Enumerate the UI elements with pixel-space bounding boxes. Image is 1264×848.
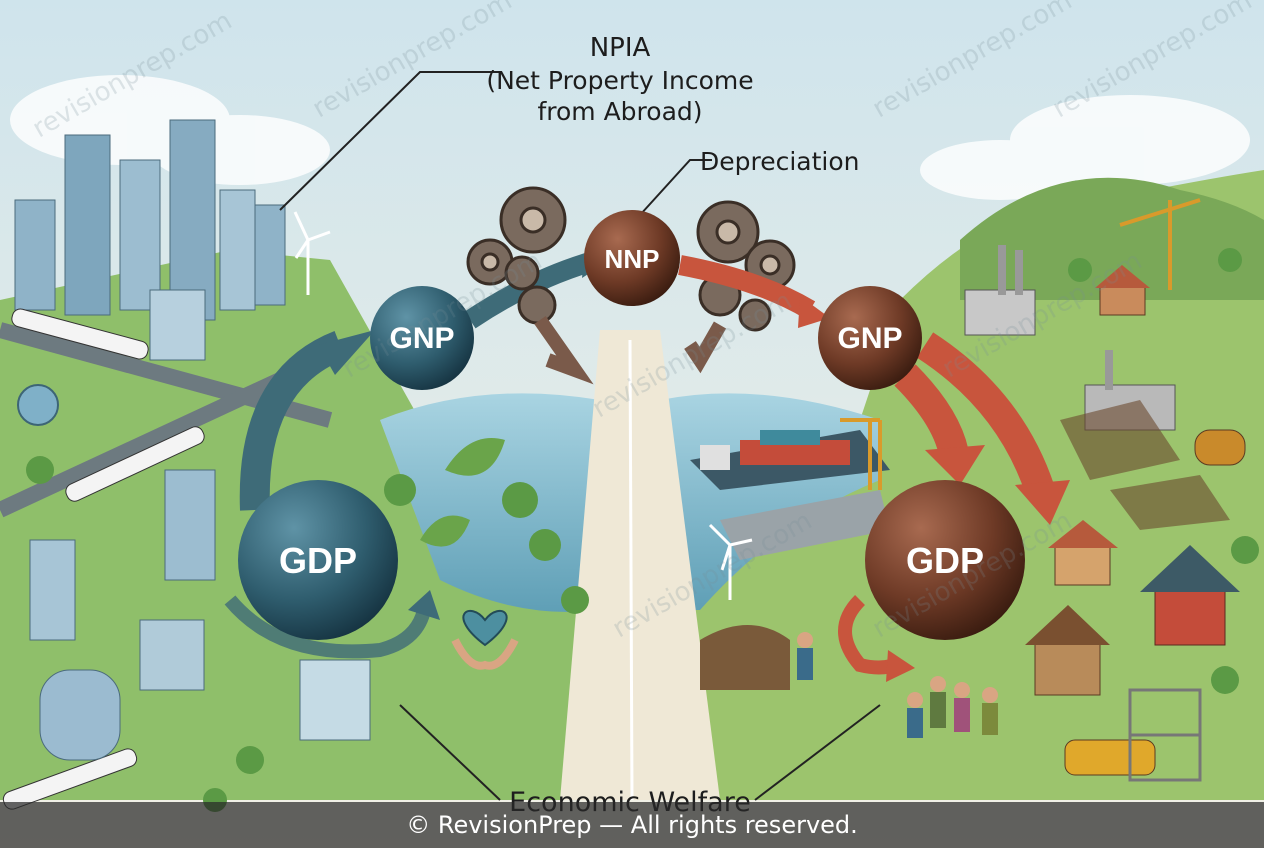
cargo-ship <box>690 430 890 490</box>
port-crane <box>840 418 882 490</box>
arrow-welfare-loop-left <box>224 595 432 659</box>
gears-left-icon <box>466 186 567 325</box>
nnp-sphere <box>584 210 680 306</box>
leaf-icons <box>420 438 505 547</box>
right-mountain <box>960 177 1264 300</box>
left-gnp-label: GNP <box>389 322 455 355</box>
arrow-head-gnp-to-gdp-1 <box>925 445 985 485</box>
city-skyscrapers <box>14 119 286 361</box>
arrow-gnp-to-gdp-2 <box>916 332 1055 495</box>
depreciation-leader-line <box>639 159 712 216</box>
port-dock <box>720 490 890 560</box>
welfare-leader-line-right <box>754 704 881 801</box>
arrow-nnp-to-gnp-right <box>678 255 816 319</box>
left-gnp-sphere <box>370 286 474 390</box>
people-group <box>797 632 998 738</box>
wind-turbine-left <box>293 211 331 295</box>
npia-description-line2: from Abroad) <box>537 97 703 126</box>
center-line <box>628 339 634 801</box>
welfare-leader-line-left <box>399 704 501 801</box>
arrow-welfare-loop-right <box>838 595 898 675</box>
nnp-label: NNP <box>604 244 660 274</box>
construction-crane <box>1119 198 1201 290</box>
houses <box>1025 265 1240 696</box>
farm-fields <box>1060 400 1230 530</box>
right-gdp-label: GDP <box>905 540 984 581</box>
left-gdp-label: GDP <box>278 540 357 581</box>
npia-leader-line <box>279 71 500 211</box>
mud-pile <box>700 625 790 690</box>
arrow-head-welfare-right <box>886 650 915 682</box>
arrow-head-welfare-left <box>408 590 440 620</box>
city-lower-buildings <box>29 469 371 761</box>
copyright-footer: © RevisionPrep — All rights reserved. <box>0 802 1264 848</box>
building-scaffold <box>1128 688 1202 782</box>
rusty-arrow-left <box>534 315 594 385</box>
tanker-truck <box>1064 739 1156 776</box>
trees-right <box>1068 248 1259 694</box>
arrow-head-gnp-to-gdp-2 <box>1015 480 1070 525</box>
trees-left <box>26 456 589 812</box>
arrow-gdp-to-gnp <box>239 331 346 511</box>
npia-title: NPIA <box>589 33 651 63</box>
rusty-arrow-right <box>684 321 727 374</box>
heart-hands-icon <box>451 610 519 670</box>
right-gnp-label: GNP <box>837 322 903 355</box>
left-gdp-sphere <box>238 480 398 640</box>
right-gdp-sphere <box>865 480 1025 640</box>
center-path <box>560 330 720 800</box>
globe-icon <box>17 384 59 426</box>
barrel-cart <box>1194 429 1246 466</box>
right-gnp-sphere <box>818 286 922 390</box>
npia-description-line1: (Net Property Income <box>486 66 754 95</box>
arrow-head-gdp-to-gnp <box>318 330 375 375</box>
depreciation-label: Depreciation <box>700 147 860 176</box>
wind-turbine-right <box>708 523 753 600</box>
